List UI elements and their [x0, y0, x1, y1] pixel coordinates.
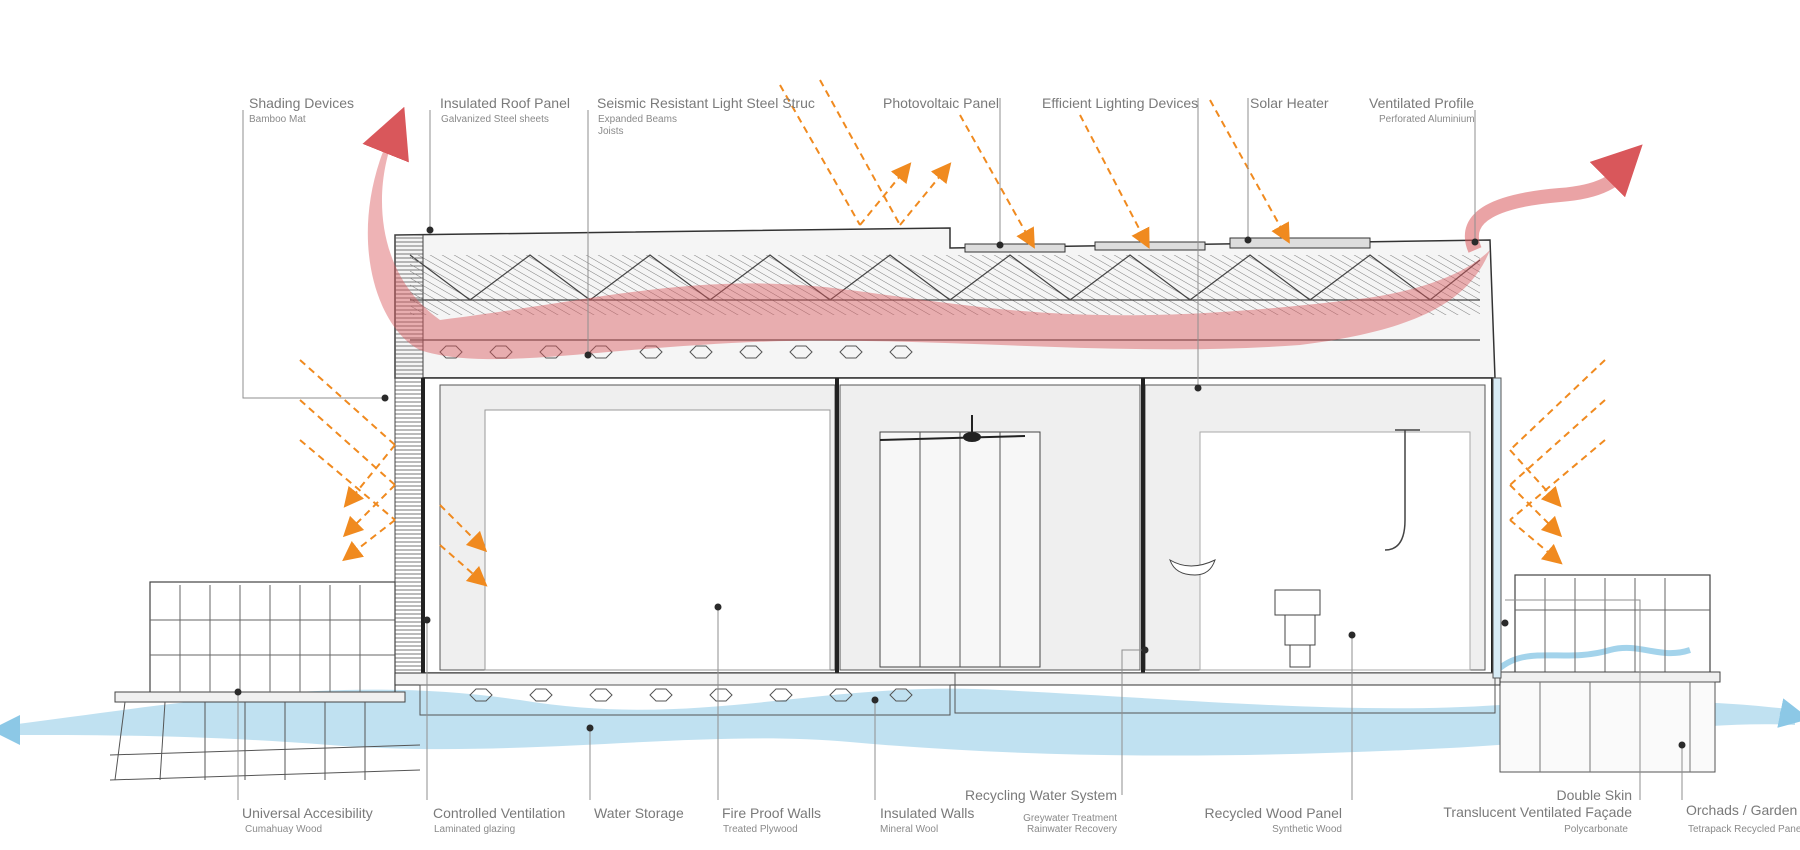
sun-rays — [299, 79, 1606, 587]
svg-text:Universal Accesibility: Universal Accesibility — [242, 805, 373, 821]
svg-text:Laminated glazing: Laminated glazing — [434, 824, 515, 835]
svg-text:Bamboo Mat: Bamboo Mat — [249, 114, 306, 125]
svg-text:Recycling Water System: Recycling Water System — [965, 787, 1117, 803]
sink — [1169, 558, 1216, 576]
svg-text:Solar Heater: Solar Heater — [1250, 95, 1329, 111]
svg-text:Perforated Aluminium: Perforated Aluminium — [1379, 114, 1475, 125]
svg-text:Translucent Ventilated Façade: Translucent Ventilated Façade — [1443, 804, 1632, 820]
shower — [1384, 429, 1420, 551]
label-recycled-wood-panel: Recycled Wood Panel Synthetic Wood — [1205, 805, 1342, 835]
label-fire-proof-walls: Fire Proof Walls Treated Plywood — [722, 805, 821, 835]
svg-text:Recycled Wood Panel: Recycled Wood Panel — [1205, 805, 1342, 821]
house-structure — [394, 227, 1502, 716]
right-deck — [1489, 574, 1721, 773]
svg-text:Insulated Roof Panel: Insulated Roof Panel — [440, 95, 570, 111]
svg-text:Double Skin: Double Skin — [1557, 787, 1633, 803]
label-insulated-roof-panel: Insulated Roof Panel Galvanized Steel sh… — [440, 95, 570, 125]
svg-text:Expanded Beams: Expanded Beams — [598, 114, 677, 125]
label-photovoltaic-panel: Photovoltaic Panel — [883, 95, 999, 111]
label-seismic-resistant-structure: Seismic Resistant Light Steel Struc Expa… — [597, 95, 815, 137]
svg-text:Ventilated Profile: Ventilated Profile — [1369, 95, 1474, 111]
toilet — [1274, 589, 1321, 668]
label-efficient-lighting-devices: Efficient Lighting Devices — [1042, 95, 1198, 111]
label-orchads-garden: Orchads / Garden Tetrapack Recycled Pane… — [1686, 802, 1800, 835]
svg-text:Orchads / Garden: Orchads / Garden — [1686, 802, 1797, 818]
label-water-storage: Water Storage — [594, 805, 684, 821]
label-controlled-ventilation: Controlled Ventilation Laminated glazing — [433, 805, 565, 835]
svg-text:Seismic Resistant Light Steel: Seismic Resistant Light Steel Struc — [597, 95, 815, 111]
svg-text:Synthetic Wood: Synthetic Wood — [1272, 824, 1342, 835]
ceiling-fan — [879, 415, 1026, 442]
leader-lines — [234, 98, 1686, 800]
svg-text:Water Storage: Water Storage — [594, 805, 684, 821]
svg-text:Greywater Treatment: Greywater Treatment — [1023, 813, 1117, 824]
label-universal-accesibility: Universal Accesibility Cumahuay Wood — [242, 805, 373, 835]
svg-text:Efficient Lighting Devices: Efficient Lighting Devices — [1042, 95, 1198, 111]
left-deck — [109, 581, 421, 781]
svg-text:Insulated Walls: Insulated Walls — [880, 805, 974, 821]
svg-text:Tetrapack Recycled Panel: Tetrapack Recycled Panel — [1688, 824, 1800, 835]
svg-text:Mineral Wool: Mineral Wool — [880, 824, 938, 835]
label-solar-heater: Solar Heater — [1250, 95, 1329, 111]
label-recycling-water-system: Recycling Water System Greywater Treatme… — [965, 787, 1117, 835]
label-shading-devices: Shading Devices Bamboo Mat — [249, 95, 354, 125]
svg-text:Controlled Ventilation: Controlled Ventilation — [433, 805, 565, 821]
svg-text:Treated Plywood: Treated Plywood — [723, 824, 798, 835]
label-double-skin: Double Skin Translucent Ventilated Façad… — [1443, 787, 1632, 835]
label-insulated-walls: Insulated Walls Mineral Wool — [880, 805, 974, 835]
hot-air-flow — [362, 106, 1643, 360]
svg-text:Rainwater Recovery: Rainwater Recovery — [1027, 824, 1117, 835]
water-flow — [0, 644, 1800, 756]
svg-text:Fire Proof Walls: Fire Proof Walls — [722, 805, 821, 821]
svg-text:Cumahuay Wood: Cumahuay Wood — [245, 824, 322, 835]
label-ventilated-profile: Ventilated Profile Perforated Aluminium — [1369, 95, 1475, 125]
svg-text:Joists: Joists — [598, 126, 624, 137]
svg-text:Galvanized Steel sheets: Galvanized Steel sheets — [441, 114, 549, 125]
svg-text:Shading Devices: Shading Devices — [249, 95, 354, 111]
svg-text:Photovoltaic Panel: Photovoltaic Panel — [883, 95, 999, 111]
svg-text:Polycarbonate: Polycarbonate — [1564, 824, 1628, 835]
